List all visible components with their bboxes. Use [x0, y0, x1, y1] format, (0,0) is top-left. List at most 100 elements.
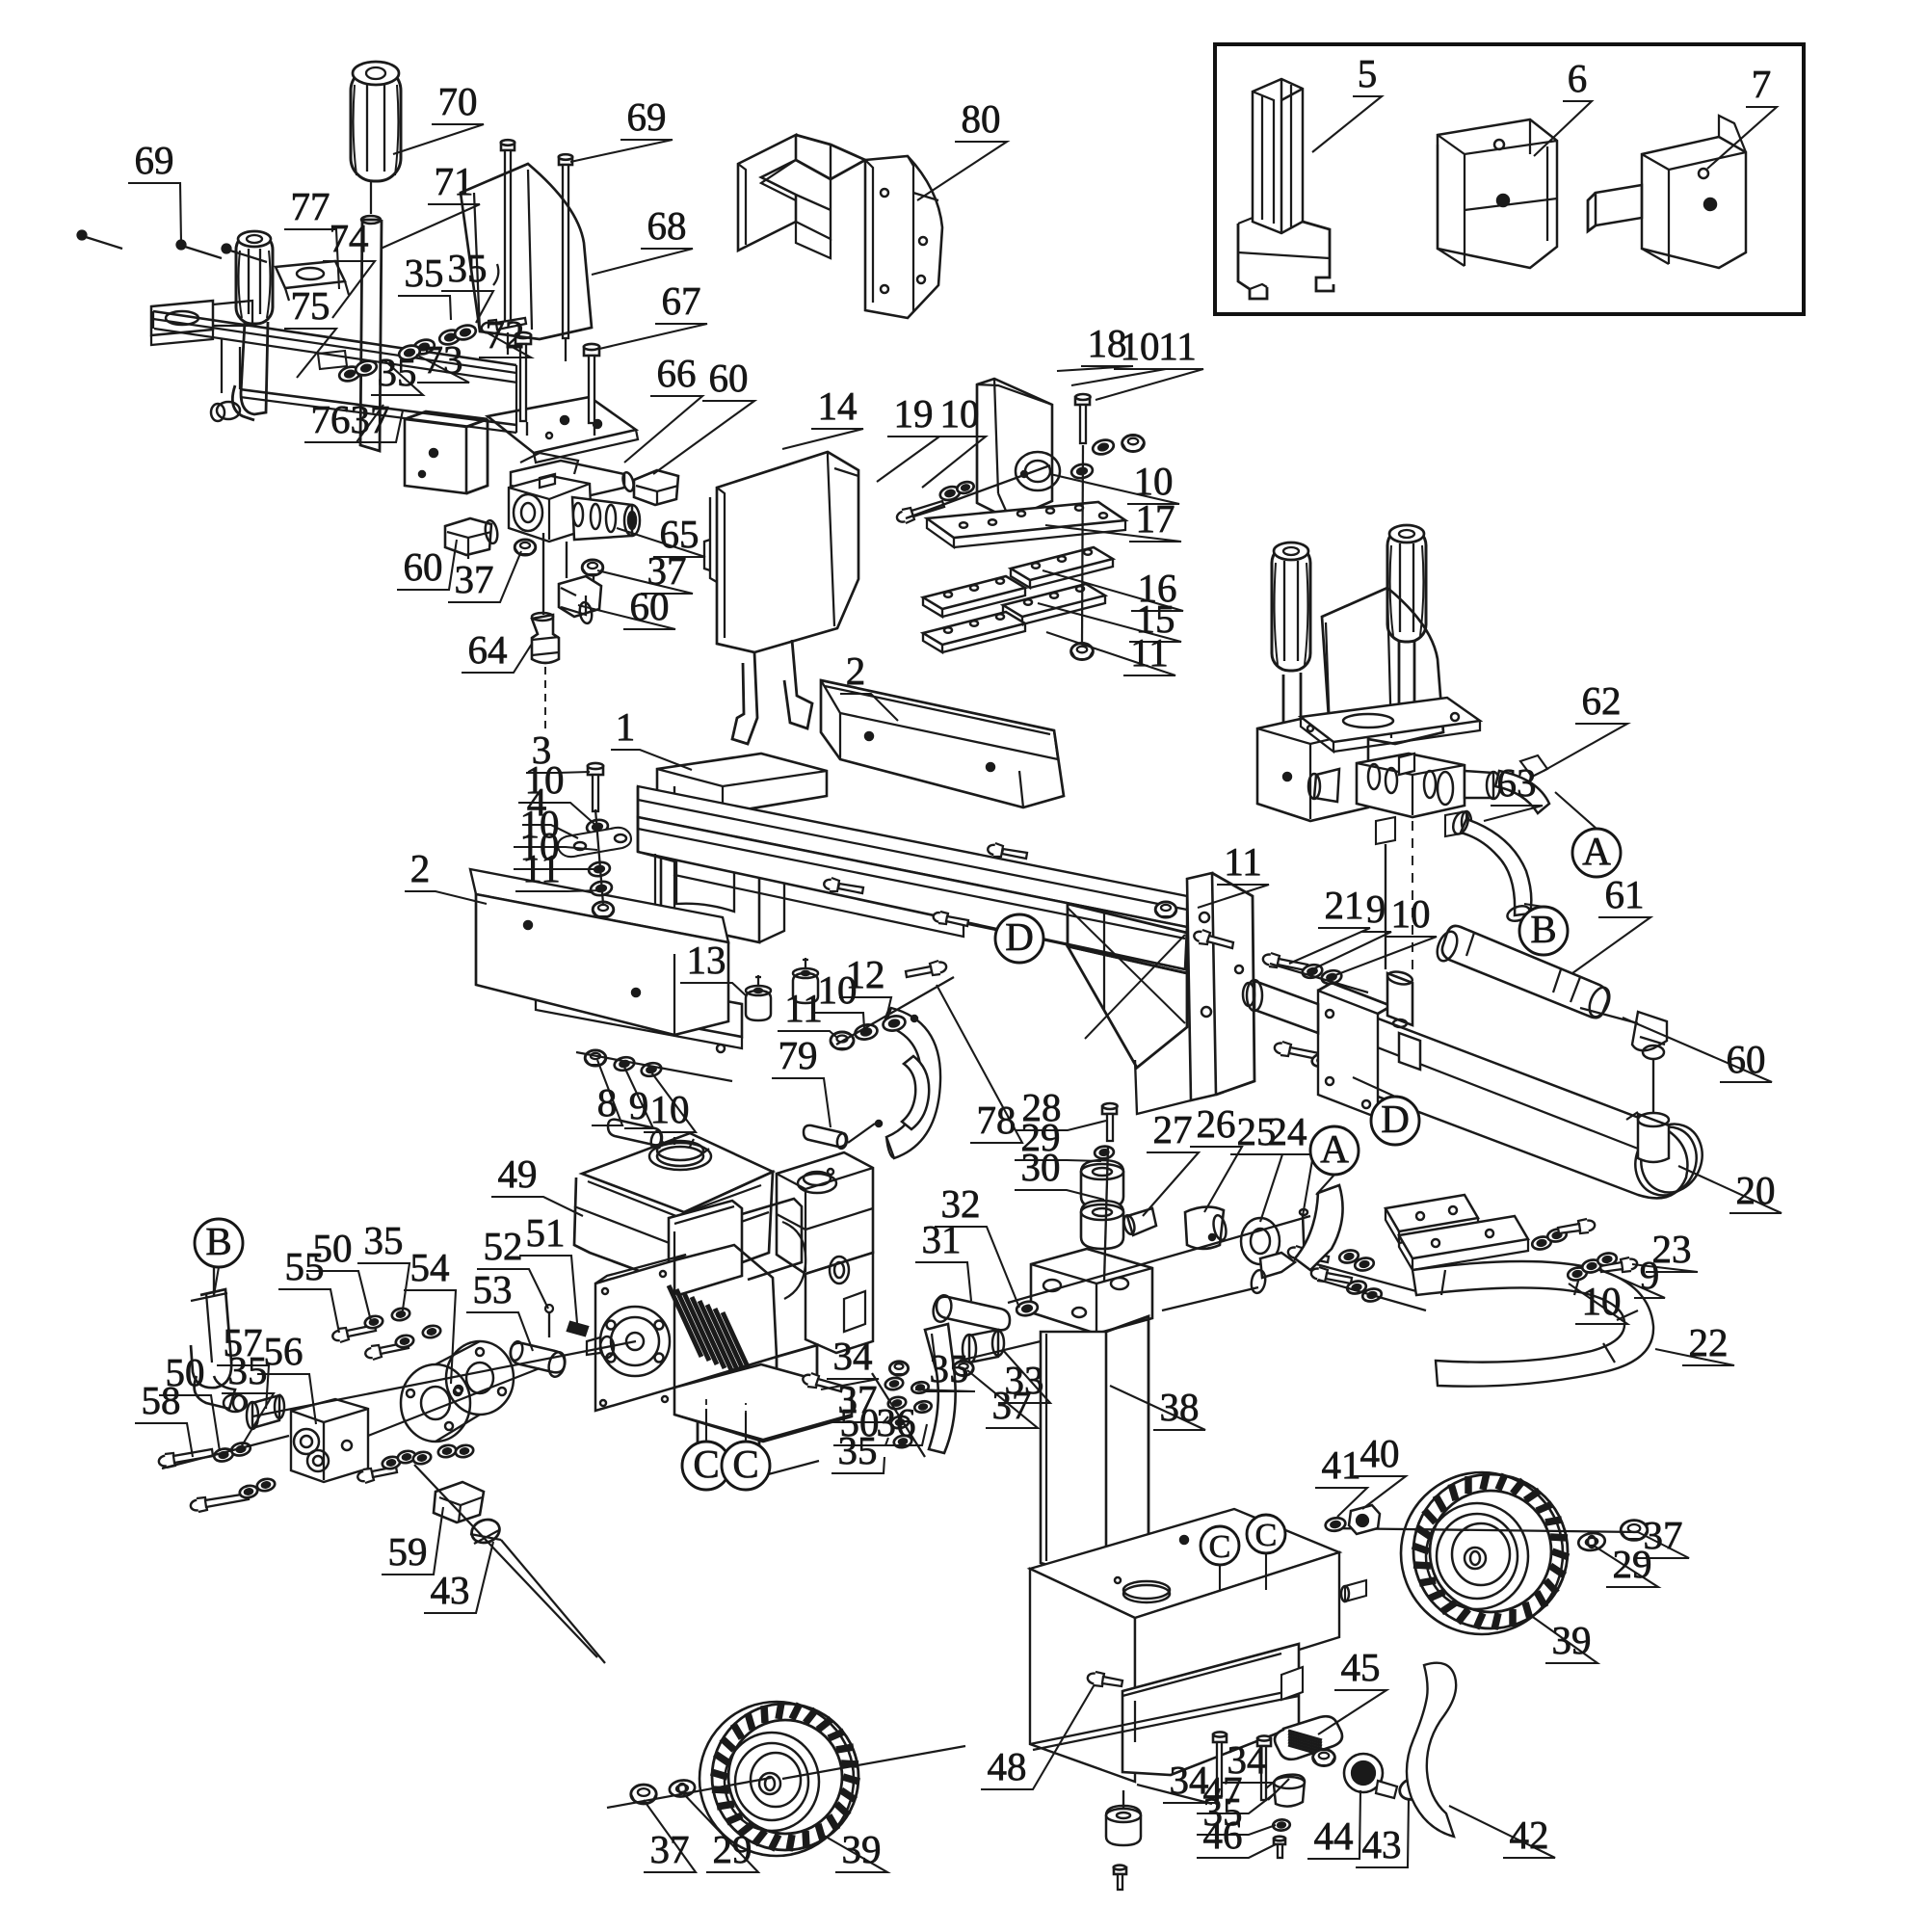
svg-text:25: 25 [1237, 1109, 1277, 1153]
svg-text:1: 1 [616, 704, 636, 749]
svg-text:10: 10 [1121, 324, 1160, 368]
svg-text:69: 69 [135, 138, 174, 182]
svg-text:11: 11 [1158, 324, 1196, 368]
svg-text:15: 15 [1136, 596, 1175, 641]
svg-text:31: 31 [922, 1217, 962, 1261]
svg-text:35: 35 [228, 1348, 268, 1392]
svg-text:68: 68 [647, 203, 687, 248]
svg-text:51: 51 [526, 1210, 566, 1255]
svg-text:45: 45 [1341, 1645, 1381, 1689]
svg-text:53: 53 [473, 1267, 513, 1311]
svg-text:37: 37 [1644, 1513, 1683, 1557]
svg-text:20: 20 [1736, 1168, 1776, 1212]
svg-text:48: 48 [988, 1744, 1027, 1788]
svg-text:16: 16 [1138, 566, 1177, 610]
svg-text:28: 28 [1022, 1085, 1062, 1129]
svg-text:67: 67 [662, 278, 701, 323]
svg-text:11: 11 [1130, 630, 1168, 675]
svg-text:8: 8 [597, 1080, 618, 1125]
svg-text:37: 37 [647, 548, 687, 593]
svg-text:69: 69 [627, 94, 667, 139]
svg-text:60: 60 [630, 584, 670, 628]
svg-text:24: 24 [1268, 1109, 1307, 1153]
svg-text:33: 33 [1005, 1358, 1044, 1402]
svg-text:57: 57 [224, 1320, 263, 1364]
svg-text:52: 52 [484, 1224, 523, 1268]
svg-text:36: 36 [877, 1400, 916, 1444]
svg-text:B: B [1530, 907, 1556, 951]
svg-text:37: 37 [455, 557, 494, 601]
svg-text:A: A [1582, 829, 1611, 873]
svg-text:9: 9 [1640, 1253, 1660, 1297]
svg-text:56: 56 [264, 1329, 304, 1373]
svg-text:46: 46 [1203, 1813, 1243, 1857]
svg-text:23: 23 [1652, 1227, 1692, 1271]
svg-text:70: 70 [438, 79, 478, 123]
svg-text:35: 35 [930, 1346, 969, 1390]
svg-text:65: 65 [660, 512, 700, 556]
svg-text:37: 37 [992, 1383, 1032, 1427]
svg-text:50: 50 [840, 1400, 880, 1444]
svg-text:60: 60 [1727, 1037, 1766, 1081]
svg-text:10: 10 [520, 802, 560, 846]
svg-text:9: 9 [629, 1083, 649, 1127]
svg-text:9: 9 [1366, 887, 1386, 931]
svg-text:63: 63 [1497, 760, 1537, 805]
svg-text:39: 39 [842, 1827, 882, 1871]
svg-text:54: 54 [410, 1245, 450, 1289]
svg-text:60: 60 [709, 356, 749, 400]
svg-text:19: 19 [894, 391, 934, 436]
svg-text:55: 55 [285, 1244, 325, 1288]
svg-text:49: 49 [498, 1151, 538, 1196]
svg-text:35: 35 [405, 251, 444, 295]
svg-text:B: B [205, 1219, 231, 1263]
svg-text:40: 40 [1360, 1431, 1400, 1475]
svg-text:72: 72 [486, 312, 525, 357]
svg-text:29: 29 [1613, 1542, 1652, 1586]
svg-text:47: 47 [1203, 1768, 1243, 1813]
svg-text:12: 12 [846, 952, 885, 996]
svg-text:35: 35 [448, 246, 488, 290]
svg-text:10: 10 [520, 824, 560, 868]
svg-text:11: 11 [1224, 839, 1261, 884]
svg-text:10: 10 [650, 1087, 690, 1131]
svg-text:39: 39 [1552, 1618, 1592, 1662]
svg-text:6: 6 [1568, 56, 1588, 100]
svg-text:58: 58 [142, 1378, 181, 1422]
svg-text:7: 7 [1752, 62, 1772, 106]
svg-text:A: A [1320, 1126, 1349, 1171]
svg-text:C: C [1255, 1518, 1278, 1553]
svg-text:29: 29 [713, 1827, 752, 1871]
svg-text:17: 17 [1136, 496, 1175, 541]
svg-text:37: 37 [838, 1377, 878, 1421]
svg-text:D: D [1381, 1097, 1410, 1141]
svg-text:18: 18 [1088, 321, 1127, 365]
svg-text:34: 34 [1170, 1758, 1209, 1802]
svg-text:27: 27 [1153, 1107, 1193, 1151]
svg-text:73: 73 [424, 337, 463, 382]
svg-text:13: 13 [687, 938, 726, 982]
svg-text:3: 3 [532, 728, 552, 772]
svg-text:10: 10 [818, 967, 858, 1012]
svg-text:64: 64 [468, 627, 508, 672]
svg-text:74: 74 [330, 216, 369, 260]
svg-text:80: 80 [962, 96, 1001, 141]
svg-text:71: 71 [435, 159, 474, 203]
svg-text:50: 50 [166, 1350, 205, 1394]
svg-text:4: 4 [527, 780, 547, 824]
svg-text:60: 60 [404, 544, 443, 589]
svg-text:10: 10 [1391, 891, 1431, 936]
svg-text:79: 79 [779, 1033, 818, 1077]
svg-text:2: 2 [846, 648, 866, 693]
svg-text:10: 10 [525, 757, 565, 802]
svg-text:50: 50 [313, 1226, 353, 1270]
svg-text:D: D [1005, 914, 1034, 959]
svg-text:29: 29 [1021, 1115, 1061, 1159]
svg-text:38: 38 [1160, 1385, 1200, 1429]
svg-text:21: 21 [1325, 883, 1364, 927]
svg-text:2: 2 [410, 846, 431, 890]
svg-text:5: 5 [1358, 51, 1378, 95]
svg-text:35: 35 [364, 1218, 404, 1262]
svg-text:43: 43 [431, 1568, 470, 1612]
svg-text:34: 34 [833, 1334, 873, 1378]
